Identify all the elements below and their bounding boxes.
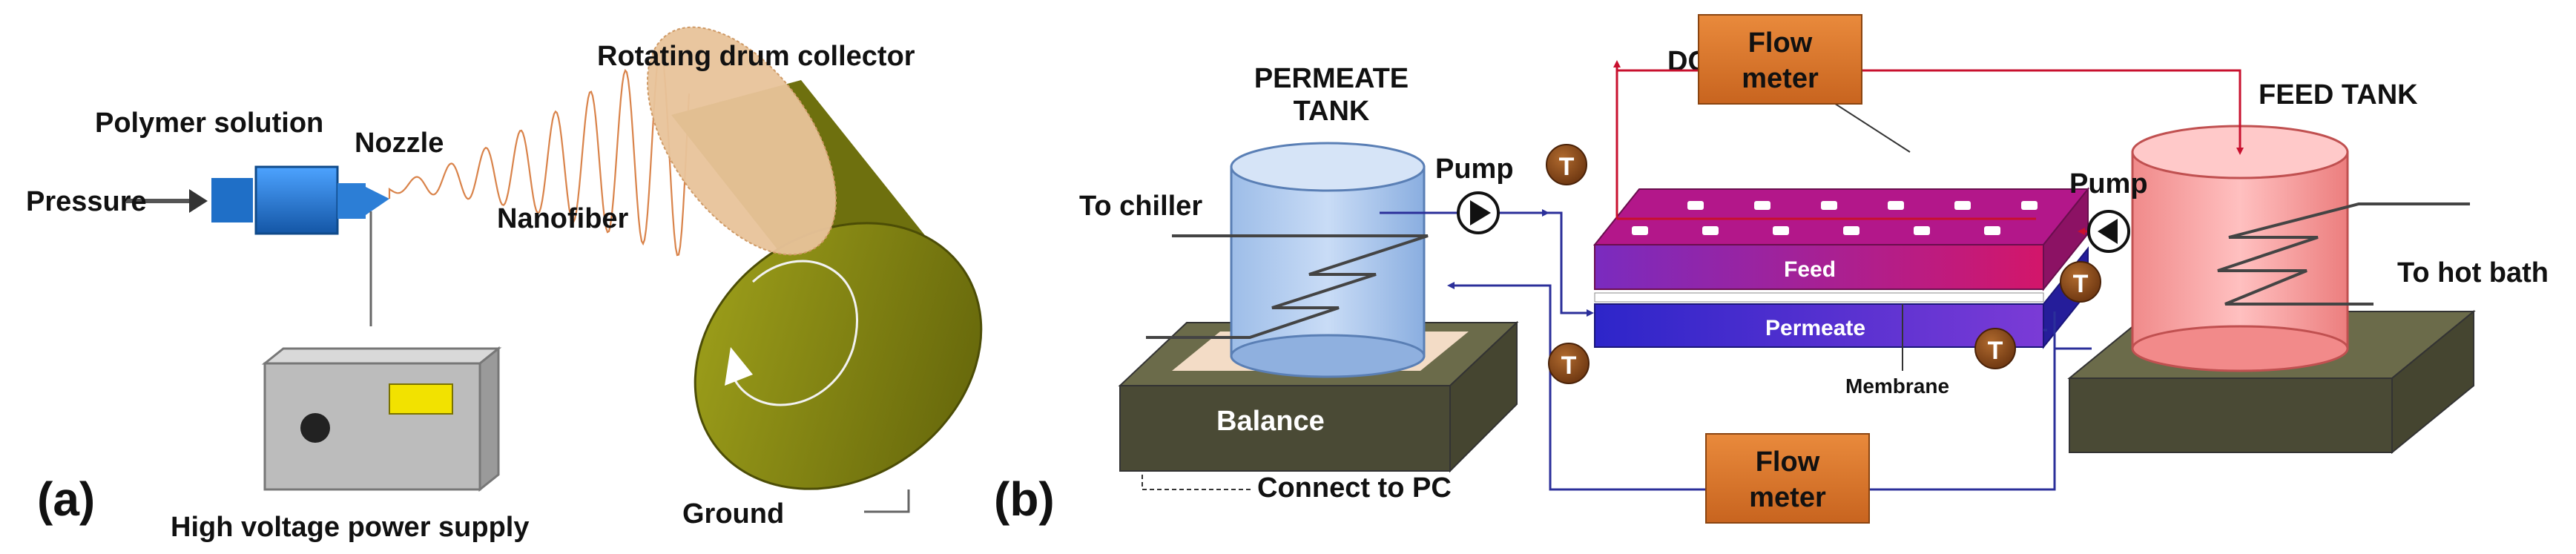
label-nanofiber: Nanofiber [497,203,629,234]
label-permeate-tank-1: PERMEATE [1254,63,1409,94]
label-flow-meter-top-2: meter [1742,63,1819,94]
permeate-tank [1230,142,1426,378]
display-icon [389,383,453,415]
thermometer-4: T [2060,261,2101,303]
label-to-hot-bath: To hot bath [2397,257,2549,288]
panel-a-label: (a) [37,472,95,526]
ground-lead [864,489,910,513]
pressure-arrowhead [189,189,208,213]
label-feed: Feed [1784,257,1836,282]
label-pressure: Pressure [26,186,147,217]
cell-hole [1821,201,1837,210]
cell-hole [2021,201,2038,210]
thermometer-4-label: T [2073,270,2089,298]
cell-hole [1632,226,1648,235]
cell-hole [1702,226,1719,235]
cell-hole [1954,201,1971,210]
thermometer-2-label: T [1561,352,1577,380]
power-supply [261,346,502,492]
label-pump-left: Pump [1435,154,1514,185]
label-to-chiller: To chiller [1079,191,1202,222]
panel-b-label: (b) [994,472,1055,526]
pump-arrow-icon [2098,219,2118,244]
thermometer-1: T [1546,144,1587,185]
label-feed-tank: FEED TANK [2259,79,2418,111]
pump-right [2087,210,2130,253]
label-membrane: Membrane [1845,375,1949,398]
cell-hole [1914,226,1930,235]
label-flow-meter-bottom-2: meter [1749,482,1826,513]
pump-left [1457,191,1500,234]
hot-bath-coil [2217,202,2470,306]
label-flow-meter-top-1: Flow [1748,27,1813,59]
rotating-drum [646,26,983,490]
label-power-supply: High voltage power supply [171,512,530,543]
label-flow-meter-bottom-1: Flow [1756,446,1820,478]
cell-hole [1888,201,1904,210]
label-polymer-solution: Polymer solution [95,108,323,139]
label-permeate: Permeate [1765,316,1865,340]
dcmd-cell [1592,187,2090,349]
cell-hole [1687,201,1704,210]
label-balance: Balance [1216,406,1325,437]
label-rotating-drum: Rotating drum collector [597,41,915,72]
label-connect-pc: Connect to PC [1257,472,1452,504]
label-permeate-tank-2: TANK [1294,96,1370,127]
feed-tank [2067,125,2476,455]
panel-b: Balance PERMEATE TANK To chiller Connect… [994,14,2549,526]
cell-hole [1773,226,1789,235]
chiller-coil [1146,234,1429,339]
thermometer-2: T [1548,343,1590,384]
cell-holes [1632,201,2038,235]
cell-hole [1843,226,1859,235]
flow-meter-bottom: Flow meter [1705,433,1870,524]
label-nozzle: Nozzle [355,128,444,159]
knob-icon [300,413,330,443]
permeate-loop [1380,209,2092,491]
nozzle [211,165,389,235]
membrane-layer [1594,292,2044,303]
panel-a: Pressure Polymer solution Nozzle Nanofib… [26,26,983,543]
rotation-arrow-icon [725,347,753,386]
nanofiber-jet [388,47,691,257]
thermometer-3: T [1974,328,2016,369]
label-ground: Ground [682,498,784,530]
label-pump-right: Pump [2069,168,2148,199]
cell-hole [1984,226,2000,235]
thermometer-1-label: T [1559,153,1575,181]
cell-hole [1754,201,1770,210]
flow-meter-top: Flow meter [1698,14,1862,105]
pc-cable [1142,475,1254,490]
thermometer-3-label: T [1988,337,2003,365]
pump-arrow-icon [1470,200,1491,225]
